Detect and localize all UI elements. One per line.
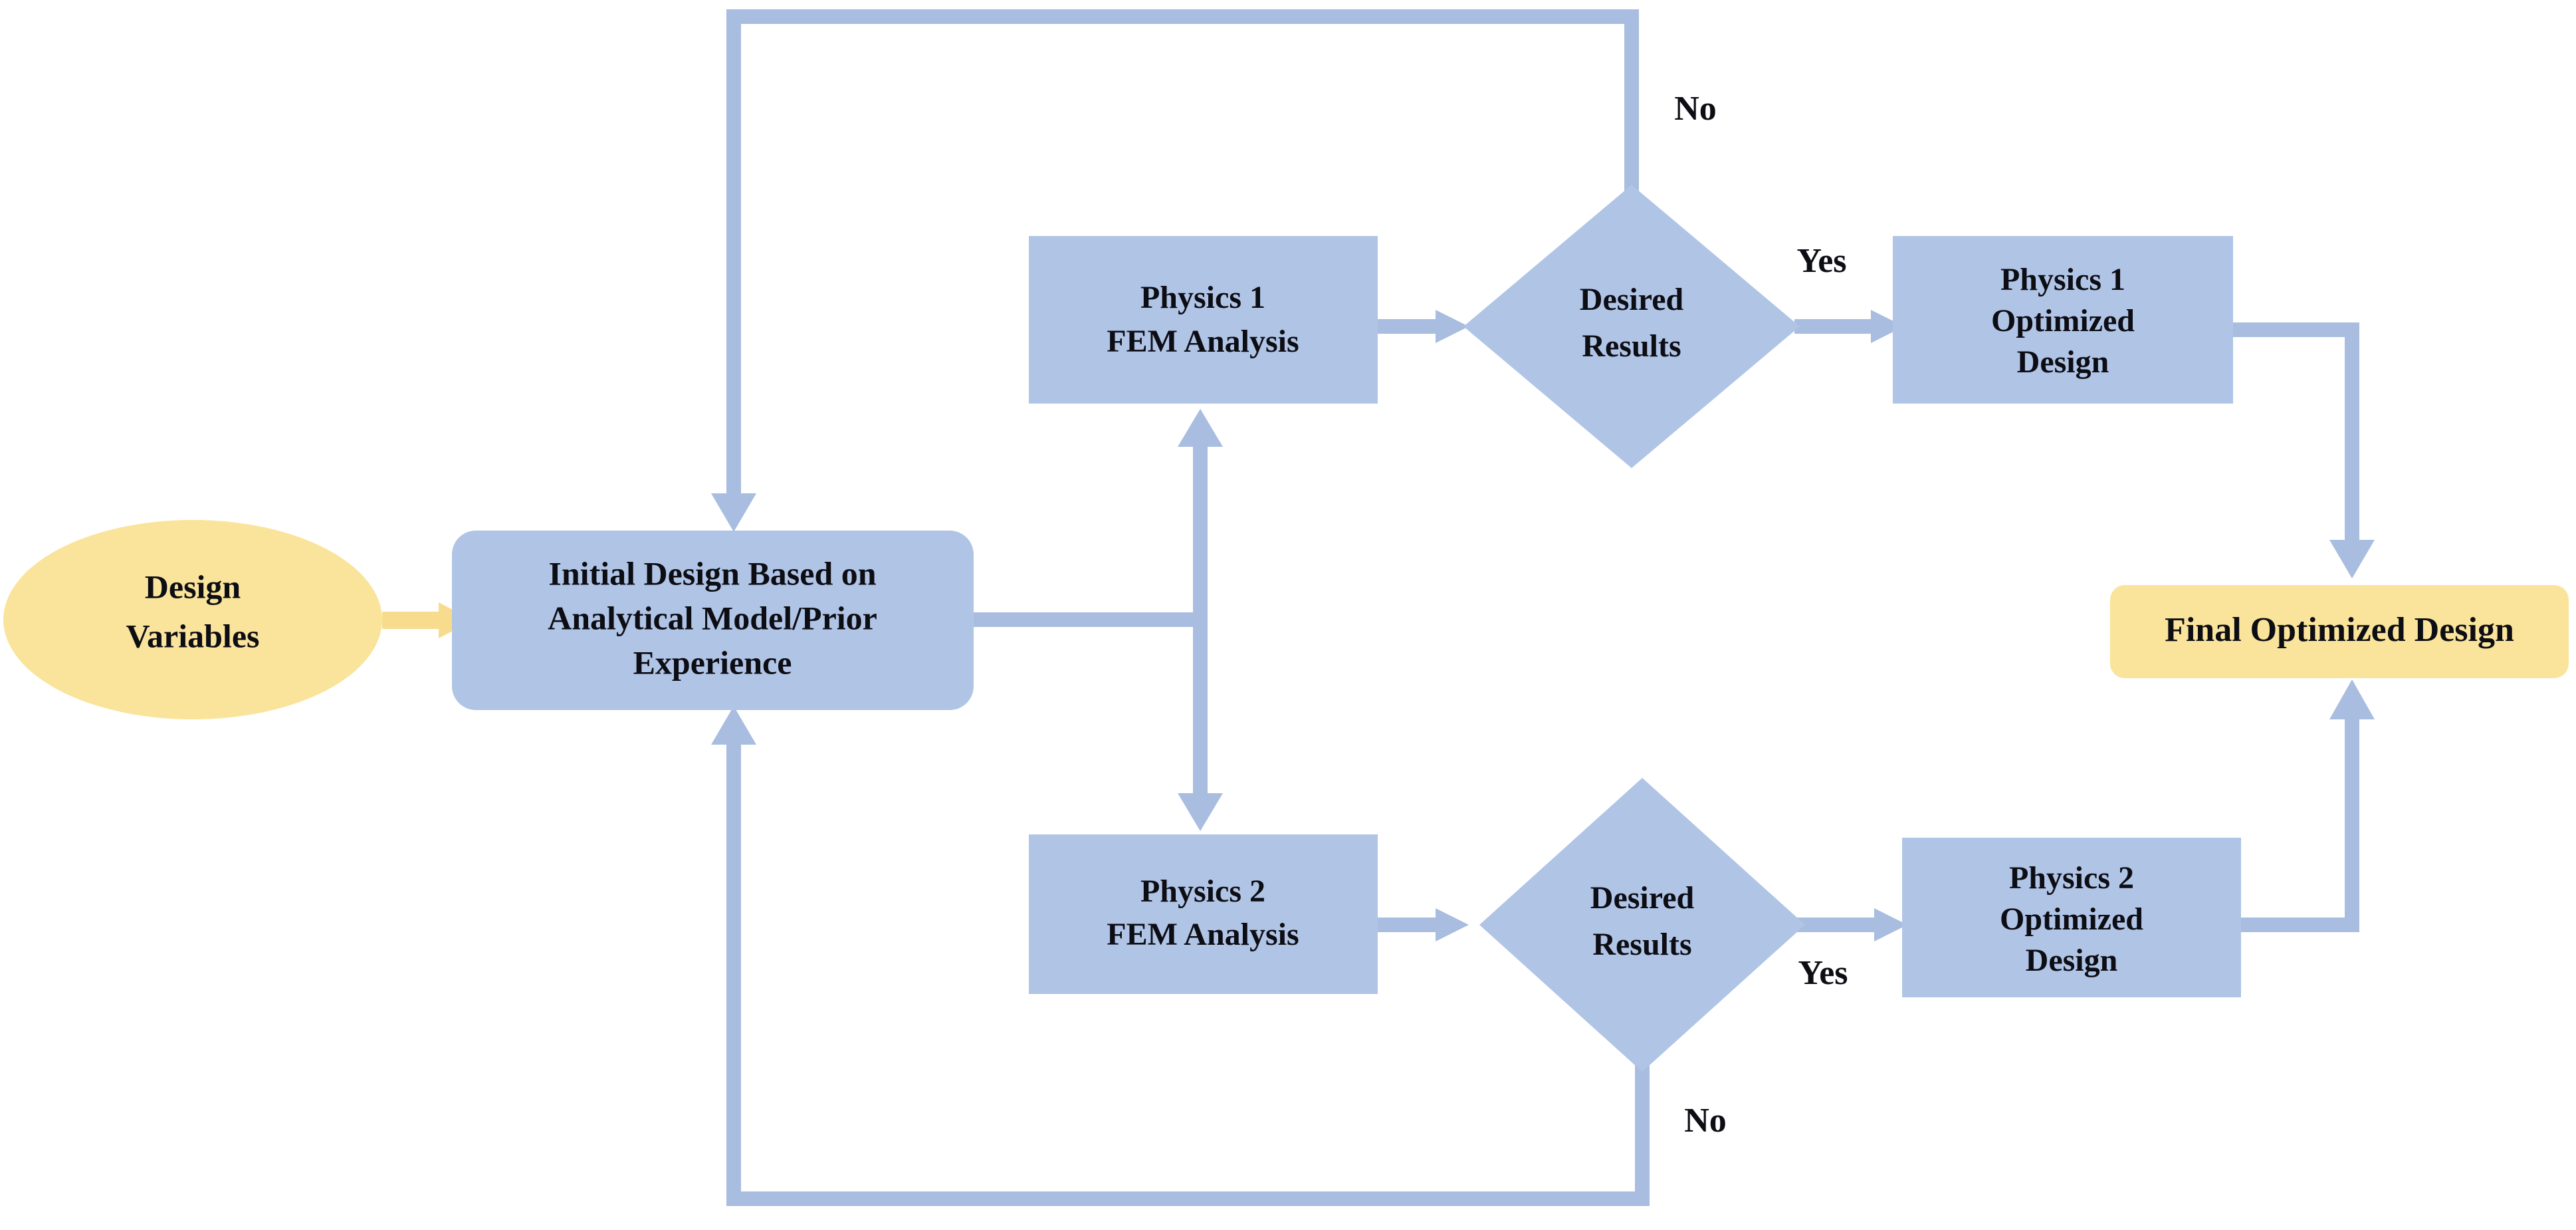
physics-2-fem-line-2: FEM Analysis bbox=[1107, 917, 1299, 952]
physics-2-optimized-line-3: Design bbox=[2026, 943, 2118, 978]
edge-physics-1-fem-to-decision bbox=[1376, 310, 1469, 343]
final-optimized-design-label: Final Optimized Design bbox=[2165, 611, 2514, 649]
node-design-variables[interactable]: Design Variables bbox=[3, 520, 382, 719]
edge-initial-design-branch-stem bbox=[972, 439, 1208, 818]
edge-label-physics-2-yes: Yes bbox=[1798, 954, 1848, 992]
physics-2-fem-line-1: Physics 2 bbox=[1140, 874, 1265, 909]
node-physics-1-fem-analysis[interactable]: Physics 1 FEM Analysis bbox=[1029, 236, 1378, 404]
node-physics-2-fem-analysis[interactable]: Physics 2 FEM Analysis bbox=[1029, 834, 1378, 994]
node-physics-2-decision[interactable]: Desired Results bbox=[1479, 778, 1805, 1072]
edge-physics-1-decision-no-to-initial-design bbox=[711, 9, 1639, 532]
edge-physics-2-decision-no-to-initial-design bbox=[711, 706, 1650, 1206]
node-physics-1-decision[interactable]: Desired Results bbox=[1463, 185, 1800, 468]
design-variables-line-2: Variables bbox=[126, 617, 260, 654]
physics-2-optimized-line-2: Optimized bbox=[2000, 902, 2143, 937]
physics-1-fem-line-1: Physics 1 bbox=[1140, 280, 1265, 315]
edge-label-physics-1-no: No bbox=[1674, 90, 1717, 128]
edge-label-physics-2-no: No bbox=[1684, 1102, 1727, 1140]
physics-1-optimized-line-1: Physics 1 bbox=[2000, 262, 2125, 297]
physics-1-optimized-line-2: Optimized bbox=[1991, 303, 2135, 338]
physics-2-decision-line-1: Desired bbox=[1590, 880, 1695, 916]
node-physics-1-optimized-design[interactable]: Physics 1 Optimized Design bbox=[1893, 236, 2233, 404]
edge-physics-2-decision-yes-to-optimized bbox=[1794, 908, 1907, 941]
design-variables-line-1: Design bbox=[145, 568, 241, 605]
physics-2-optimized-line-1: Physics 2 bbox=[2009, 860, 2134, 896]
edge-physics-2-optimized-to-final-design bbox=[2236, 679, 2375, 932]
initial-design-line-3: Experience bbox=[633, 644, 792, 681]
edge-initial-design-to-physics-2-fem-arrowhead bbox=[1178, 793, 1223, 831]
edge-label-physics-1-yes: Yes bbox=[1796, 242, 1846, 280]
physics-1-decision-line-1: Desired bbox=[1580, 282, 1684, 317]
edge-physics-1-optimized-to-final-design bbox=[2230, 322, 2375, 578]
initial-design-line-1: Initial Design Based on bbox=[548, 554, 876, 592]
edge-initial-design-to-physics-1-fem-arrowhead bbox=[1178, 409, 1223, 447]
physics-2-decision-line-2: Results bbox=[1592, 927, 1691, 962]
node-initial-design[interactable]: Initial Design Based on Analytical Model… bbox=[452, 531, 974, 710]
initial-design-line-2: Analytical Model/Prior bbox=[548, 599, 877, 636]
physics-1-decision-line-2: Results bbox=[1582, 328, 1681, 364]
physics-1-fem-line-2: FEM Analysis bbox=[1107, 324, 1299, 359]
edge-physics-1-decision-yes-to-optimized bbox=[1794, 310, 1904, 343]
edge-physics-2-fem-to-decision bbox=[1376, 908, 1469, 941]
physics-1-optimized-line-3: Design bbox=[2017, 344, 2109, 380]
node-final-optimized-design[interactable]: Final Optimized Design bbox=[2110, 585, 2569, 678]
node-physics-2-optimized-design[interactable]: Physics 2 Optimized Design bbox=[1902, 838, 2241, 997]
